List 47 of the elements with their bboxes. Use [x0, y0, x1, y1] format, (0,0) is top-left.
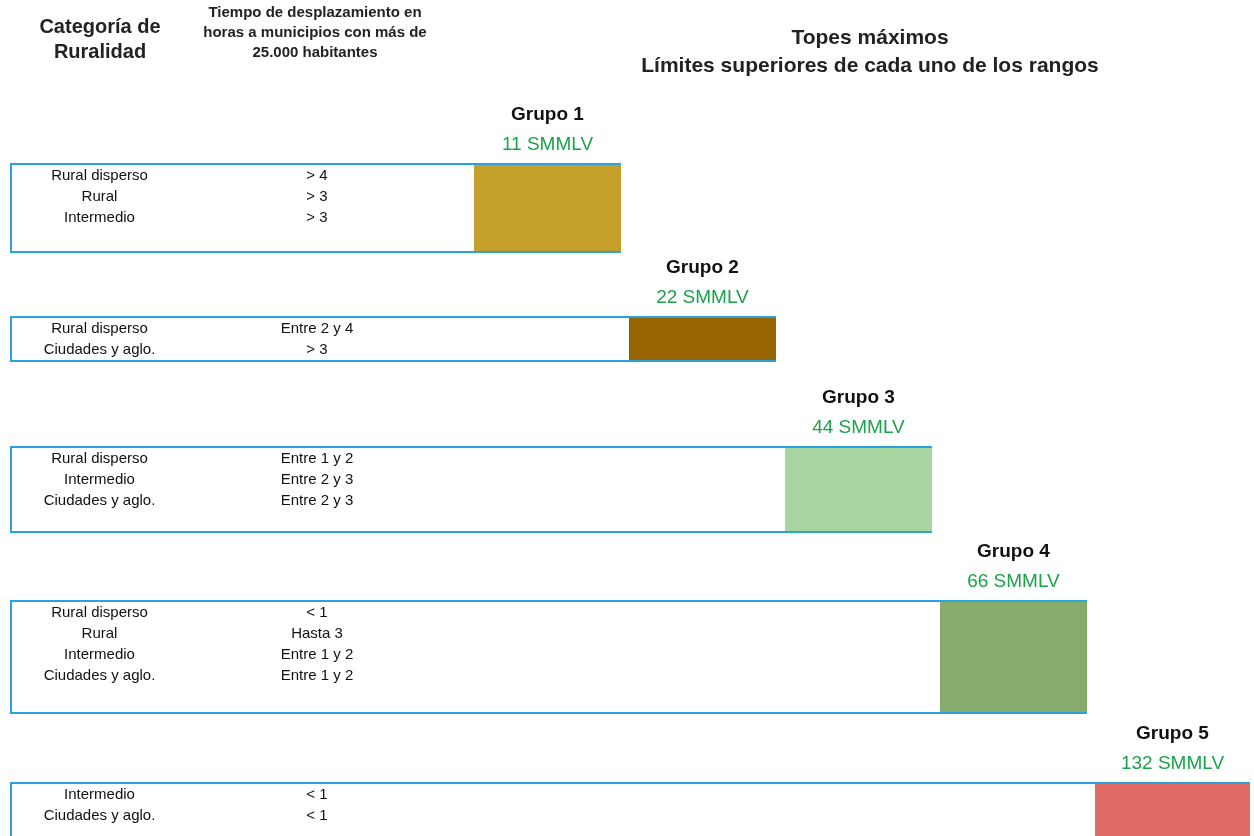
- time-text: < 1: [305, 784, 329, 804]
- category-text: Rural: [80, 186, 119, 206]
- time-text: Entre 2 y 3: [279, 490, 355, 510]
- group-heading: Grupo 3: [821, 386, 896, 408]
- category-text: Ciudades y aglo.: [42, 339, 157, 359]
- category-text: Rural disperso: [50, 165, 149, 185]
- group-heading: Grupo 4: [976, 540, 1051, 562]
- time-text: > 4: [305, 165, 329, 185]
- column-heading: Límites superiores de cada uno de los rangos: [640, 52, 1100, 78]
- category-text: Rural disperso: [50, 602, 149, 622]
- time-text: > 3: [305, 186, 329, 206]
- time-text: < 1: [305, 805, 329, 825]
- category-text: Intermedio: [63, 784, 136, 804]
- range-block: [940, 602, 1087, 712]
- limit-value: 66 SMMLV: [966, 570, 1061, 592]
- range-block: [629, 318, 776, 360]
- category-text: Rural: [80, 623, 119, 643]
- limit-value: 132 SMMLV: [1119, 752, 1226, 774]
- column-heading: Categoría de Ruralidad: [38, 14, 162, 64]
- group-heading: Grupo 2: [665, 256, 740, 278]
- time-text: > 3: [305, 207, 329, 227]
- time-text: Hasta 3: [290, 623, 344, 643]
- time-text: Entre 1 y 2: [279, 665, 355, 685]
- category-text: Ciudades y aglo.: [42, 490, 157, 510]
- range-block: [1095, 784, 1250, 836]
- category-text: Rural disperso: [50, 318, 149, 338]
- category-text: Rural disperso: [50, 448, 149, 468]
- time-text: Entre 1 y 2: [279, 448, 355, 468]
- column-heading: Tiempo de desplazamiento en horas a municipios con más de 25.000 habitantes: [202, 2, 428, 62]
- group-heading: Grupo 5: [1135, 722, 1210, 744]
- category-text: Ciudades y aglo.: [42, 665, 157, 685]
- range-block: [474, 165, 621, 251]
- category-text: Ciudades y aglo.: [42, 805, 157, 825]
- limit-value: 44 SMMLV: [811, 416, 906, 438]
- time-text: Entre 2 y 3: [279, 469, 355, 489]
- limit-value: 22 SMMLV: [655, 286, 750, 308]
- range-block: [785, 448, 932, 531]
- group-heading: Grupo 1: [510, 103, 585, 125]
- category-text: Intermedio: [63, 469, 136, 489]
- column-heading: Topes máximos: [790, 24, 950, 50]
- limit-value: 11 SMMLV: [500, 133, 595, 155]
- time-text: < 1: [305, 602, 329, 622]
- time-text: Entre 2 y 4: [279, 318, 355, 338]
- category-text: Intermedio: [63, 207, 136, 227]
- category-text: Intermedio: [63, 644, 136, 664]
- time-text: > 3: [305, 339, 329, 359]
- time-text: Entre 1 y 2: [279, 644, 355, 664]
